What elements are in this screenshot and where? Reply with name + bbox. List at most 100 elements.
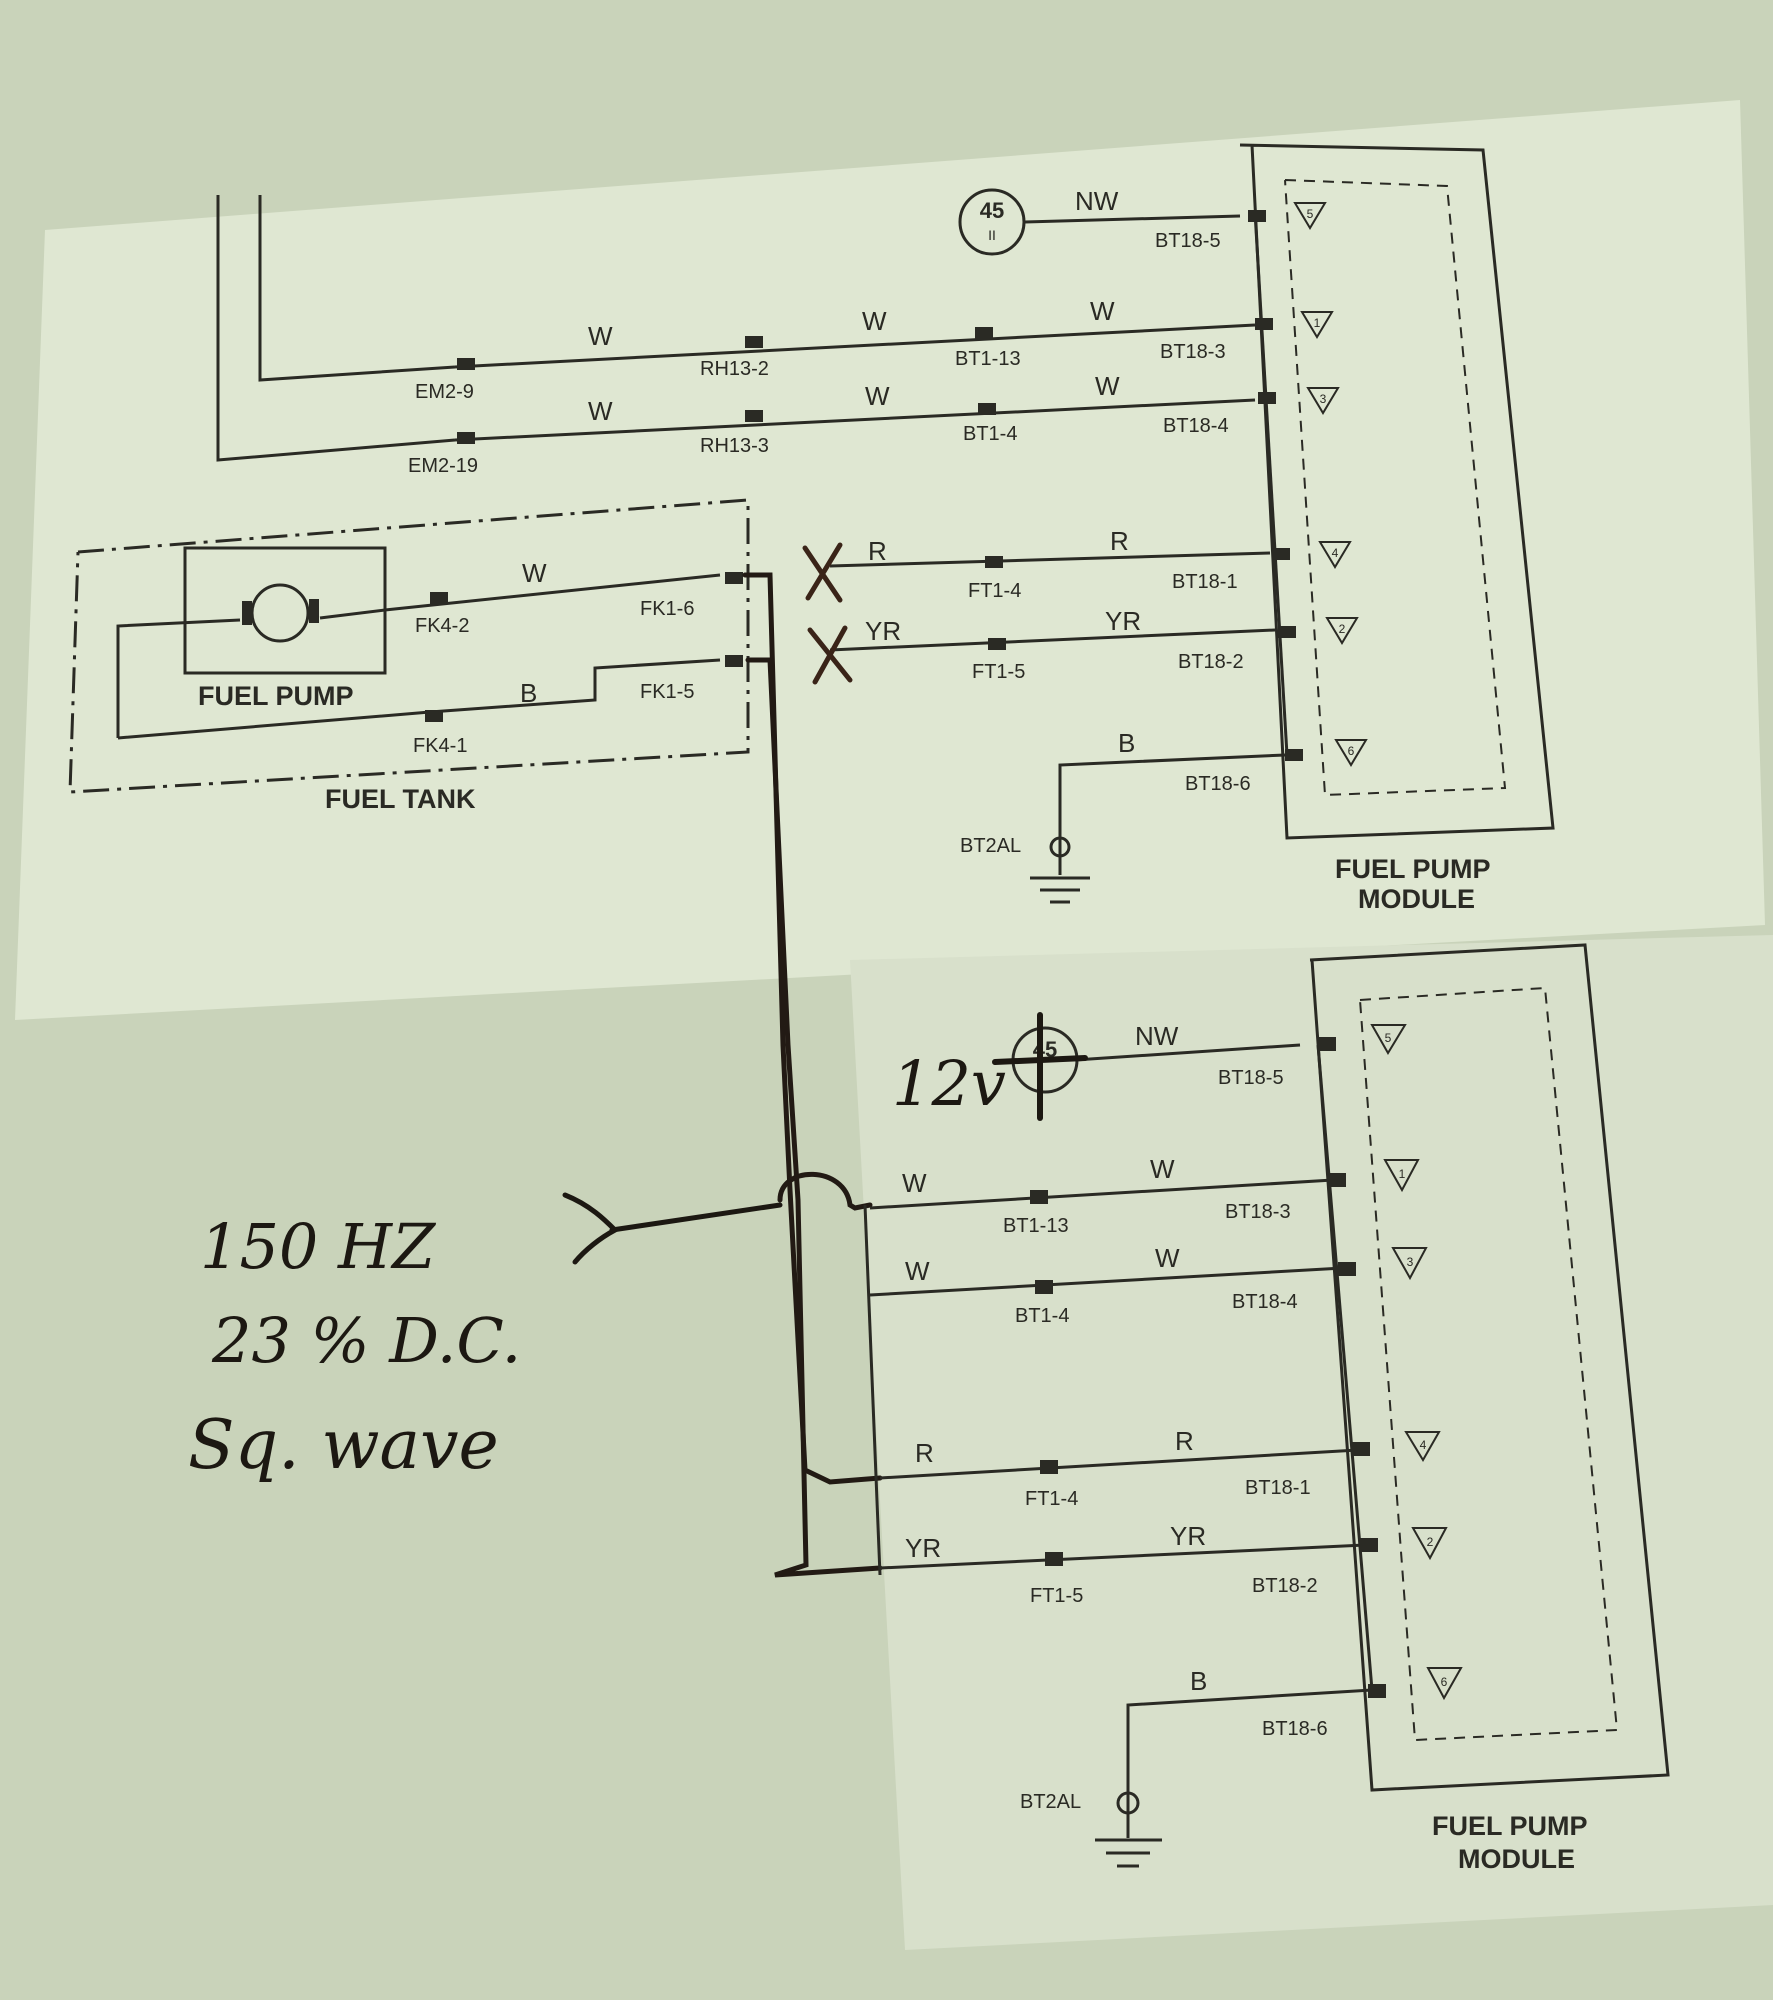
lower-wire-nw bbox=[1074, 1043, 1301, 1062]
lower-pin-2: 2 bbox=[1427, 1535, 1434, 1549]
lower-connector-bt1-4-icon bbox=[1035, 1280, 1053, 1294]
upper-wire-pump-loop bbox=[116, 618, 241, 738]
lower-wire-w-row1 bbox=[869, 1178, 1334, 1210]
upper-pin-3: 3 bbox=[1320, 392, 1327, 406]
connector-bt18-6-icon bbox=[1285, 749, 1303, 761]
upper-label-w1c: W bbox=[1090, 296, 1115, 326]
lower-connector-bt18-4-icon bbox=[1338, 1262, 1356, 1276]
lower-connector-bt18-3: BT18-3 bbox=[1225, 1201, 1291, 1223]
connector-bt18-5-icon bbox=[1248, 210, 1266, 222]
upper-module-bus bbox=[1253, 211, 1289, 756]
upper-feed-line-2 bbox=[216, 195, 456, 462]
handwritten-waveform: Sq. wave bbox=[188, 1406, 499, 1485]
upper-wire-r bbox=[829, 551, 1271, 568]
connector-bt18-4-icon bbox=[1258, 392, 1276, 404]
lower-connector-bt18-6: BT18-6 bbox=[1262, 1718, 1328, 1740]
handwritten-frequency: 150 HZ bbox=[200, 1210, 436, 1283]
lower-connector-bt18-2-icon bbox=[1360, 1538, 1378, 1552]
upper-label-w2b: W bbox=[865, 381, 890, 411]
upper-pin-2: 2 bbox=[1339, 622, 1346, 636]
upper-pin-5: 5 bbox=[1307, 207, 1314, 221]
lower-label-r2: R bbox=[1175, 1426, 1194, 1456]
lower-pin-1: 1 bbox=[1399, 1167, 1406, 1181]
lower-pin-triangle-4-icon bbox=[1404, 1431, 1441, 1462]
lower-ground-symbol bbox=[1095, 1800, 1162, 1868]
lower-left-bus bbox=[863, 1204, 882, 1576]
upper-connector-bt18-6: BT18-6 bbox=[1185, 773, 1251, 795]
fuel-tank-label: FUEL TANK bbox=[325, 784, 476, 814]
connector-ft1-5-icon bbox=[988, 638, 1006, 650]
lower-module-label-1: FUEL PUMP bbox=[1432, 1811, 1588, 1841]
upper-connector-bt18-5: BT18-5 bbox=[1155, 230, 1221, 252]
upper-fuse-sub: II bbox=[988, 227, 996, 243]
upper-module-inner-box bbox=[1284, 179, 1507, 797]
upper-connector-bt1-4: BT1-4 bbox=[963, 423, 1017, 445]
handwritten-jumper-wires bbox=[742, 572, 883, 1578]
upper-pin-6: 6 bbox=[1348, 744, 1355, 758]
pin-triangle-1-icon bbox=[1300, 311, 1334, 339]
upper-module-label-2: MODULE bbox=[1358, 884, 1475, 914]
lower-label-nw: NW bbox=[1135, 1021, 1179, 1051]
pin-triangle-4-icon bbox=[1318, 541, 1352, 569]
lower-pin-triangle-2-icon bbox=[1411, 1527, 1448, 1561]
upper-connector-markers bbox=[425, 210, 1303, 761]
connector-rh13-3-icon bbox=[745, 410, 763, 422]
connector-bt1-13-icon bbox=[975, 327, 993, 339]
lower-ground-terminal-icon bbox=[1116, 1791, 1140, 1815]
lower-pin-6: 6 bbox=[1441, 1675, 1448, 1689]
lower-wire-yr bbox=[879, 1543, 1366, 1570]
upper-wire-w-row1 bbox=[454, 323, 1256, 369]
lower-paper-sheet bbox=[850, 935, 1773, 1950]
lower-wire-w-row2 bbox=[869, 1266, 1344, 1297]
lower-connector-bt1-4: BT1-4 bbox=[1015, 1305, 1069, 1327]
lower-connector-ft1-5: FT1-5 bbox=[1030, 1585, 1083, 1607]
upper-fuse-id: 45 bbox=[980, 198, 1004, 223]
upper-fuse-45-icon bbox=[958, 188, 1026, 256]
upper-feed-line-1 bbox=[258, 195, 456, 382]
upper-connector-fk1-5: FK1-5 bbox=[640, 681, 694, 703]
upper-wire-b-ground bbox=[1058, 753, 1286, 845]
lower-label-yr1: YR bbox=[905, 1533, 941, 1563]
upper-wire-pump-motor bbox=[319, 608, 386, 620]
upper-label-b-pump: B bbox=[520, 678, 537, 708]
upper-wire-b-pump bbox=[117, 658, 721, 740]
fuel-tank-boundary bbox=[68, 498, 750, 794]
upper-connector-bt18-1: BT18-1 bbox=[1172, 571, 1238, 593]
lower-connector-ft1-4: FT1-4 bbox=[1025, 1488, 1078, 1510]
connector-fk4-2-icon bbox=[430, 592, 448, 604]
connector-bt1-4-icon bbox=[978, 403, 996, 415]
handwritten-cross-marks bbox=[802, 542, 853, 685]
upper-label-yr2: YR bbox=[1105, 606, 1141, 636]
lower-connector-ft1-5-icon bbox=[1045, 1552, 1063, 1566]
upper-connector-ft1-4: FT1-4 bbox=[968, 580, 1021, 602]
connector-bt18-2-icon bbox=[1278, 626, 1296, 638]
lower-label-w2a: W bbox=[905, 1256, 930, 1286]
upper-ground-symbol bbox=[1030, 845, 1090, 904]
lower-fuse-strikeout bbox=[992, 1012, 1088, 1121]
upper-pin-4: 4 bbox=[1332, 546, 1339, 560]
upper-label-yr1: YR bbox=[865, 616, 901, 646]
upper-ground-terminal-icon bbox=[1049, 836, 1071, 858]
upper-pin-triangles bbox=[1293, 202, 1368, 767]
connector-em2-9-icon bbox=[457, 358, 475, 370]
handwritten-arrow bbox=[562, 1192, 783, 1265]
lower-pin-triangle-5-icon bbox=[1370, 1024, 1407, 1055]
connector-fk1-5-icon bbox=[725, 655, 743, 667]
upper-label-w2c: W bbox=[1095, 371, 1120, 401]
lower-connector-ground: BT2AL bbox=[1020, 1791, 1081, 1813]
upper-connector-em2-9: EM2-9 bbox=[415, 381, 474, 403]
upper-pin-1: 1 bbox=[1314, 316, 1321, 330]
upper-connector-bt1-13: BT1-13 bbox=[955, 348, 1021, 370]
upper-connector-bt18-3: BT18-3 bbox=[1160, 341, 1226, 363]
upper-label-nw: NW bbox=[1075, 186, 1119, 216]
upper-label-w-pump: W bbox=[522, 558, 547, 588]
lower-connector-bt18-3-icon bbox=[1328, 1173, 1346, 1187]
lower-connector-bt18-2: BT18-2 bbox=[1252, 1575, 1318, 1597]
pin-triangle-3-icon bbox=[1306, 387, 1340, 415]
lower-module-label-2: MODULE bbox=[1458, 1844, 1575, 1874]
lower-pin-triangle-6-icon bbox=[1426, 1667, 1463, 1701]
upper-wire-yr bbox=[829, 628, 1276, 652]
pin-triangle-5-icon bbox=[1293, 202, 1327, 230]
lower-label-r1: R bbox=[915, 1438, 934, 1468]
